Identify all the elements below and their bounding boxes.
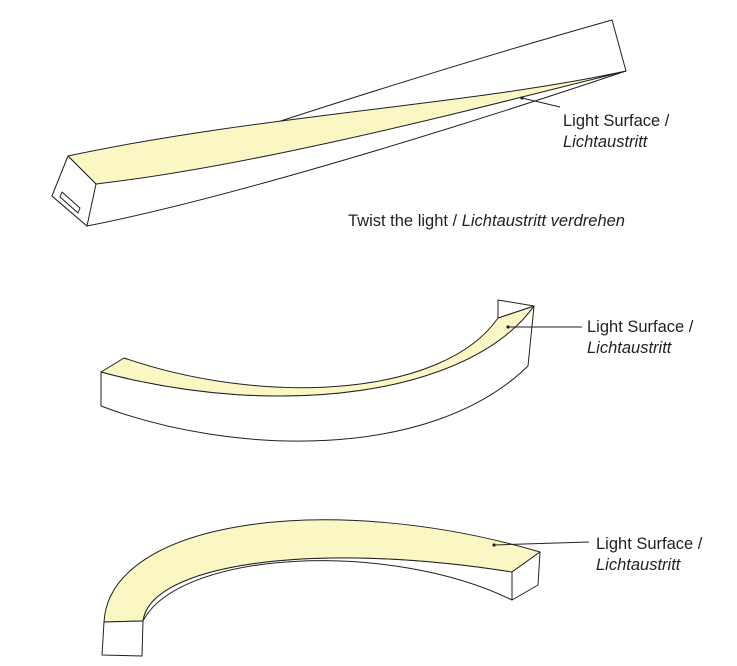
callout-dot-3 (492, 543, 496, 547)
twist-caption: Twist the light / Lichtaustritt verdrehe… (348, 212, 625, 231)
callout-dot-2 (506, 325, 510, 329)
bent-profile-down-end-left (101, 620, 144, 657)
callout-leader-3 (493, 541, 590, 546)
twisted-profile-light-surface (67, 70, 627, 185)
bent-profile-down (101, 519, 590, 657)
callout-label-3: Light Surface / Lichtaustritt (596, 534, 702, 576)
callout-dot-1 (520, 96, 524, 100)
callout-label-2: Light Surface / Lichtaustritt (587, 317, 693, 359)
bent-profile-up-end-cap (497, 299, 535, 319)
twisted-profile-slot (59, 191, 81, 214)
twist-caption-en: Twist the light / (348, 212, 462, 230)
callout-label-1-de: Lichtaustritt (563, 133, 648, 151)
twisted-profile-end-face (51, 155, 97, 227)
callout-label-2-de: Lichtaustritt (587, 339, 672, 357)
callout-label-3-de: Lichtaustritt (596, 556, 681, 574)
callout-label-1-en: Light Surface / (563, 112, 670, 130)
bent-profile-up (100, 299, 582, 442)
callout-leader-1 (521, 97, 561, 108)
callout-label-1: Light Surface / Lichtaustritt (563, 111, 669, 153)
callout-label-2-en: Light Surface / (587, 318, 694, 336)
twist-caption-de: Lichtaustritt verdrehen (461, 212, 625, 230)
callout-label-3-en: Light Surface / (596, 535, 703, 553)
twisted-profile (51, 19, 627, 227)
bent-profile-down-end-right (511, 551, 541, 601)
